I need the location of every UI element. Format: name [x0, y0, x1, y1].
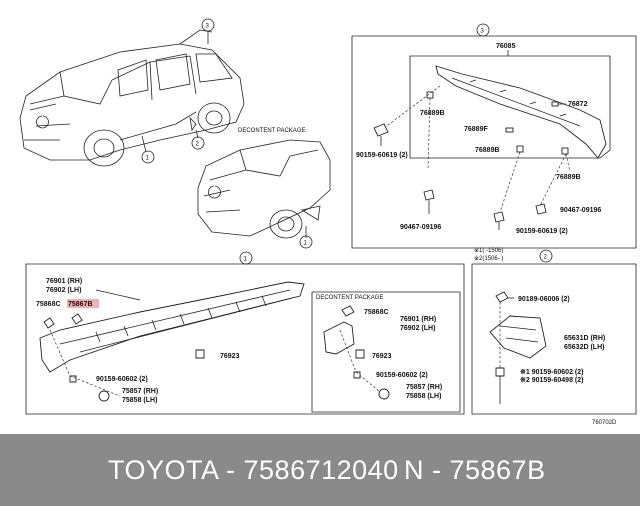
- label-76923-pkg: 76923: [372, 353, 392, 360]
- label-76902-pkg: 76902 (LH): [400, 325, 435, 332]
- callout-2-car: 2: [189, 116, 205, 150]
- highlight-75867B: [67, 299, 99, 308]
- rocker-panel: 1 76901 (RH) 76902 (LH) 75868C 75867B 76…: [25, 251, 465, 415]
- label-90159-b: 90159-60619 (2): [516, 228, 568, 235]
- label-76889F: 76889F: [464, 126, 488, 133]
- callout-1-car: 1: [141, 135, 155, 164]
- label-76889B-c: 76889B: [556, 174, 581, 181]
- label-75857: 75857 (RH): [122, 388, 158, 395]
- pkg-label-top: DECONTENT PACKAGE: [238, 128, 305, 134]
- label-90159-rocker: 90159-60602 (2): [96, 376, 148, 383]
- label-90159-flap-a: ※1 90159-60602 (2): [520, 368, 583, 376]
- note-2: ※2(1506- ): [474, 255, 503, 262]
- mudflap-panel: ※1( -1506) ※2(1506- ) 2 90189-06006 (2) …: [471, 247, 637, 415]
- svg-text:1: 1: [146, 156, 150, 162]
- figure-code: 760702D: [592, 420, 617, 426]
- car-illustration-main: [19, 29, 245, 167]
- label-76902: 76902 (LH): [46, 287, 81, 294]
- label-75858-pkg: 75858 (LH): [406, 393, 441, 400]
- label-76901-pkg: 76901 (RH): [400, 316, 436, 323]
- reference-part-number: N - 75867B: [404, 454, 546, 485]
- label-75858: 75858 (LH): [122, 397, 157, 404]
- callout-3-top: 3: [201, 18, 215, 44]
- svg-text:1: 1: [244, 257, 248, 263]
- svg-text:2: 2: [544, 255, 548, 261]
- label-76085: 76085: [496, 43, 516, 50]
- note-1: ※1( -1506): [474, 247, 503, 254]
- parts-diagram: 3 1 2 DECONTENT PACKAGE 1 3 76085: [19, 18, 637, 426]
- label-75857-pkg: 75857 (RH): [406, 384, 442, 391]
- svg-text:3: 3: [206, 24, 210, 30]
- brand-part-number: TOYOTA - 7586712040: [108, 454, 399, 485]
- label-65632D: 65632D (LH): [564, 344, 604, 351]
- spoiler-panel: 3 76085 76872 76889B 76889F 76889B 76889…: [351, 23, 637, 249]
- svg-text:1: 1: [304, 241, 308, 247]
- label-76889B-a: 76889B: [420, 110, 445, 117]
- label-76872: 76872: [568, 101, 588, 108]
- label-90189: 90189-06006 (2): [518, 296, 570, 303]
- label-90159-pkg: 90159-60602 (2): [376, 372, 428, 379]
- diagram-svg: 3 1 2 DECONTENT PACKAGE 1 3 76085: [19, 18, 637, 426]
- label-65631D: 65631D (RH): [564, 335, 605, 342]
- label-76889B-b: 76889B: [475, 147, 500, 154]
- label-76923: 76923: [220, 353, 240, 360]
- svg-text:2: 2: [196, 142, 200, 148]
- svg-text:3: 3: [481, 29, 485, 35]
- label-75868C-pkg: 75868C: [364, 309, 389, 316]
- label-75868C: 75868C: [36, 301, 61, 308]
- pkg-label-bottom: DECONTENT PACKAGE: [316, 295, 383, 301]
- label-75867B: 75867B: [68, 301, 93, 308]
- label-90159-a: 90159-60619 (2): [356, 152, 408, 159]
- label-76901: 76901 (RH): [46, 278, 82, 285]
- label-90159-flap-b: ※2 90159-60498 (2): [520, 376, 583, 384]
- label-90467-a: 90467-09196: [400, 224, 441, 231]
- label-90467-b: 90467-09196: [560, 207, 601, 214]
- car-illustration-decontent: 1: [197, 139, 331, 249]
- footer-bar: TOYOTA - 7586712040 N - 75867B: [0, 434, 640, 506]
